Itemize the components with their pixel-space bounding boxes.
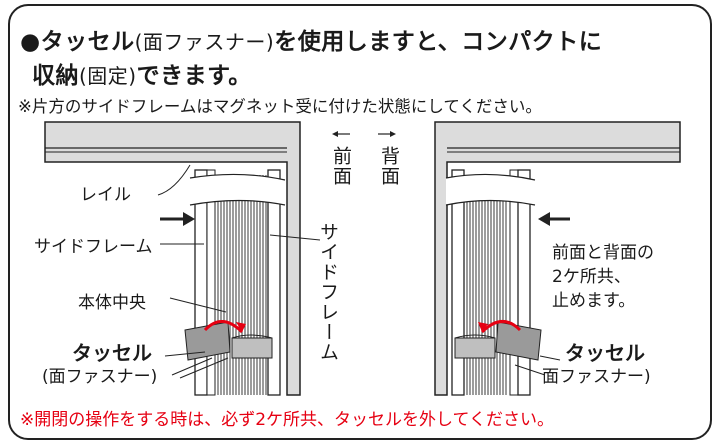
title-can: できます。 — [136, 63, 252, 89]
label-tassel-left-paren: (面ファスナー) — [42, 367, 158, 387]
content-frame — [8, 4, 712, 440]
label-rail: レイル — [80, 185, 131, 205]
label-tassel-right-paren: 面ファスナー) — [542, 367, 651, 387]
title-tassel: ●タッセル — [20, 29, 135, 55]
label-tassel-left: タッセル — [72, 341, 152, 365]
title-paren-fixed: (固定) — [79, 64, 137, 88]
left-break — [190, 174, 285, 205]
right-break — [446, 174, 535, 205]
label-side-frame-vertical: サイドフレーム — [317, 222, 339, 362]
title-storage: 収納 — [32, 63, 79, 89]
note-bottom-warning: ※開閉の操作をする時は、必ず2ケ所共、タッセルを外してください。 — [20, 410, 555, 430]
label-both-3: 止めます。 — [552, 291, 636, 311]
label-front: 前面 — [330, 146, 352, 186]
left-red-arrow — [203, 320, 244, 334]
label-both-1: 前面と背面の — [552, 243, 654, 263]
title-rest: を使用しますと、コンパクトに — [274, 29, 603, 55]
label-side-frame: サイドフレーム — [34, 237, 153, 257]
title-line-1: ●タッセル(面ファスナー)を使用しますと、コンパクトに — [20, 22, 602, 56]
left-tassel — [184, 321, 273, 361]
label-center: 本体中央 — [78, 293, 146, 313]
label-both-2: 2ケ所共、 — [552, 267, 631, 287]
note-top: ※片方のサイドフレームはマグネット受に付けた状態にしてください。 — [18, 97, 542, 116]
right-tassel — [454, 321, 542, 361]
right-top-frame — [434, 121, 681, 396]
left-top-frame — [44, 121, 301, 396]
title-paren-fastener: (面ファスナー) — [134, 30, 275, 54]
label-back: 背面 — [378, 146, 400, 186]
left-pleats — [217, 175, 267, 395]
right-pleats — [466, 175, 507, 395]
right-red-arrow — [480, 320, 522, 334]
label-tassel-right: タッセル — [565, 341, 645, 365]
title-line-2: 収納(固定)できます。 — [32, 56, 252, 90]
